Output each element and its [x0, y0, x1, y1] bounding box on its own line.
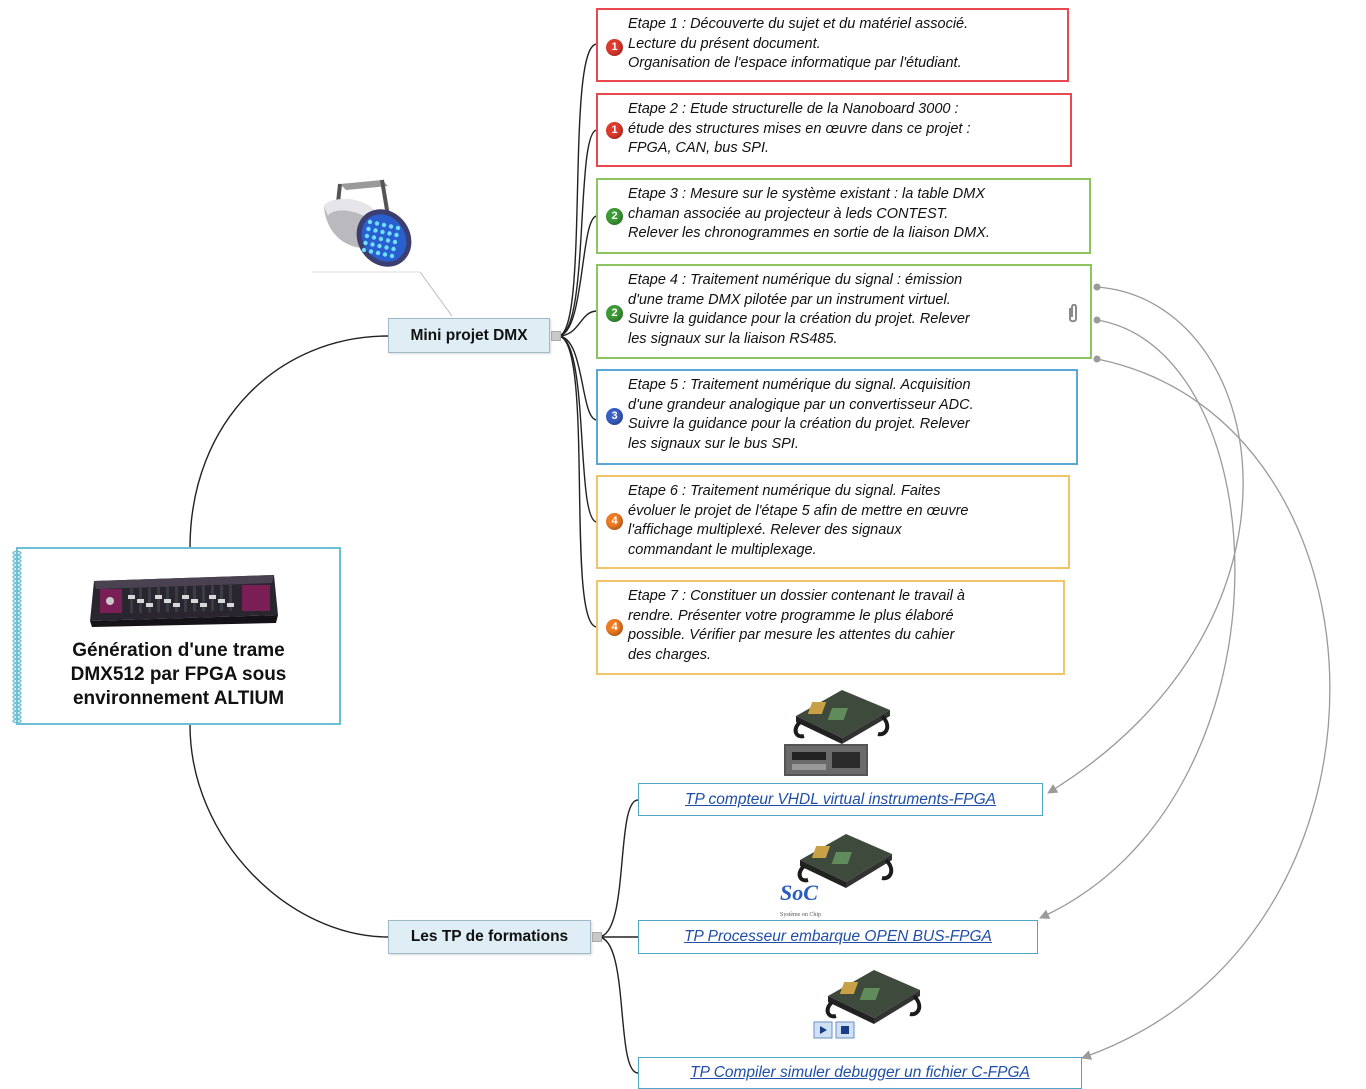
priority-1-icon: 1	[606, 122, 623, 139]
step-4-line: les signaux sur la liaison RS485.	[628, 330, 838, 347]
priority-3-icon: 3	[606, 408, 623, 425]
link-central-mini-projet	[189, 335, 389, 549]
dmx-controller-icon	[90, 575, 278, 627]
step-5[interactable]: 3 Etape 5 : Traitement numérique du sign…	[596, 369, 1078, 465]
step-1[interactable]: 1 Etape 1 : Découverte du sujet et du ma…	[596, 8, 1069, 82]
tp-compteur-vhdl-link[interactable]: TP compteur VHDL virtual instruments-FPG…	[638, 783, 1043, 816]
step-3-line: chaman associée au projecteur à leds CON…	[628, 205, 949, 222]
link-central-tp-formations	[189, 724, 389, 938]
tp-compiler-simuler-link[interactable]: TP Compiler simuler debugger un fichier …	[638, 1057, 1082, 1089]
step-3-line: Relever les chronogrammes en sortie de l…	[628, 225, 990, 241]
step-6-line: l'affichage multiplexé. Relever des sign…	[628, 522, 902, 538]
step-7-line: des charges.	[628, 646, 712, 663]
central-title-line: DMX512 par FPGA sous	[70, 664, 287, 685]
led-projector-icon	[324, 179, 412, 267]
soc-text: SoC	[780, 880, 818, 905]
tp-compiler-simuler-label[interactable]: TP Compiler simuler debugger un fichier …	[690, 1064, 1030, 1081]
tp-processeur-embarque-link[interactable]: TP Processeur embarque OPEN BUS-FPGA	[638, 920, 1038, 954]
nanoboard-soc-icon: SoC Système on Chip	[780, 834, 894, 918]
branch-mini-projet-label: Mini projet DMX	[410, 326, 528, 344]
step-3-line: Etape 3 : Mesure sur le système existant…	[628, 186, 986, 202]
tp-compteur-vhdl-label[interactable]: TP compteur VHDL virtual instruments-FPG…	[685, 790, 996, 808]
step-5-line: Etape 5 : Traitement numérique du signal…	[628, 377, 971, 393]
step-5-line: Suivre la guidance pour la création du p…	[628, 416, 970, 432]
paperclip-icon[interactable]	[1066, 304, 1080, 324]
step-5-line: d'une grandeur analogique par un convert…	[628, 396, 974, 413]
step-6[interactable]: 4 Etape 6 : Traitement numérique du sign…	[596, 475, 1070, 569]
step-7-line: possible. Vérifier par mesure les attent…	[628, 627, 955, 643]
tp-processeur-embarque-label[interactable]: TP Processeur embarque OPEN BUS-FPGA	[684, 928, 992, 945]
step-6-line: Etape 6 : Traitement numérique du signal…	[628, 483, 941, 499]
priority-4-icon: 4	[606, 513, 623, 530]
soc-caption: Système on Chip	[780, 912, 821, 918]
step-7-line: rendre. Présenter votre programme le plu…	[628, 607, 954, 624]
priority-4-icon: 4	[606, 619, 623, 636]
step-5-line: les signaux sur le bus SPI.	[628, 435, 799, 452]
priority-1-icon: 1	[606, 39, 623, 56]
step-3[interactable]: 2 Etape 3 : Mesure sur le système exista…	[596, 178, 1091, 254]
step-2-line: FPGA, CAN, bus SPI.	[628, 140, 770, 156]
step-7-line: Etape 7 : Constituer un dossier contenan…	[628, 588, 965, 604]
step-4-line: Suivre la guidance pour la création du p…	[628, 311, 970, 327]
central-title-line: environnement ALTIUM	[72, 688, 285, 709]
notebook-spiral-icon	[12, 550, 22, 724]
nanoboard-debug-icon	[813, 970, 922, 1039]
step-2[interactable]: 1 Etape 2 : Etude structurelle de la Nan…	[596, 93, 1072, 167]
step-2-line: étude des structures mises en œuvre dans…	[628, 120, 971, 137]
step-6-line: commandant le multiplexage.	[628, 541, 817, 558]
step-6-line: évoluer le projet de l'étape 5 afin de m…	[628, 502, 969, 519]
collapse-handle[interactable]	[592, 932, 602, 942]
step-4-line: d'une trame DMX pilotée par un instrumen…	[628, 291, 951, 308]
branch-tp-formations-label: Les TP de formations	[410, 928, 569, 945]
step-4[interactable]: 2 Etape 4 : Traitement numérique du sign…	[596, 264, 1092, 359]
branch-tp-formations[interactable]: Les TP de formations	[388, 920, 591, 954]
priority-2-icon: 2	[606, 305, 623, 322]
collapse-handle[interactable]	[551, 331, 561, 341]
step-1-line: Etape 1 : Découverte du sujet et du maté…	[628, 16, 969, 32]
priority-2-icon: 2	[606, 208, 623, 225]
step-1-line: Lecture du présent document.	[628, 35, 821, 52]
central-title: Génération d'une trame DMX512 par FPGA s…	[18, 639, 339, 711]
step-1-line: Organisation de l'espace informatique pa…	[628, 55, 962, 71]
central-topic[interactable]: Génération d'une trame DMX512 par FPGA s…	[12, 547, 341, 725]
step-2-line: Etape 2 : Etude structurelle de la Nanob…	[628, 101, 959, 117]
step-7[interactable]: 4 Etape 7 : Constituer un dossier conten…	[596, 580, 1065, 675]
step-4-line: Etape 4 : Traitement numérique du signal…	[628, 272, 963, 288]
nanoboard-with-instrument-icon	[784, 690, 890, 776]
central-title-line: Génération d'une trame	[72, 640, 285, 661]
branch-mini-projet-dmx[interactable]: Mini projet DMX	[388, 318, 550, 353]
